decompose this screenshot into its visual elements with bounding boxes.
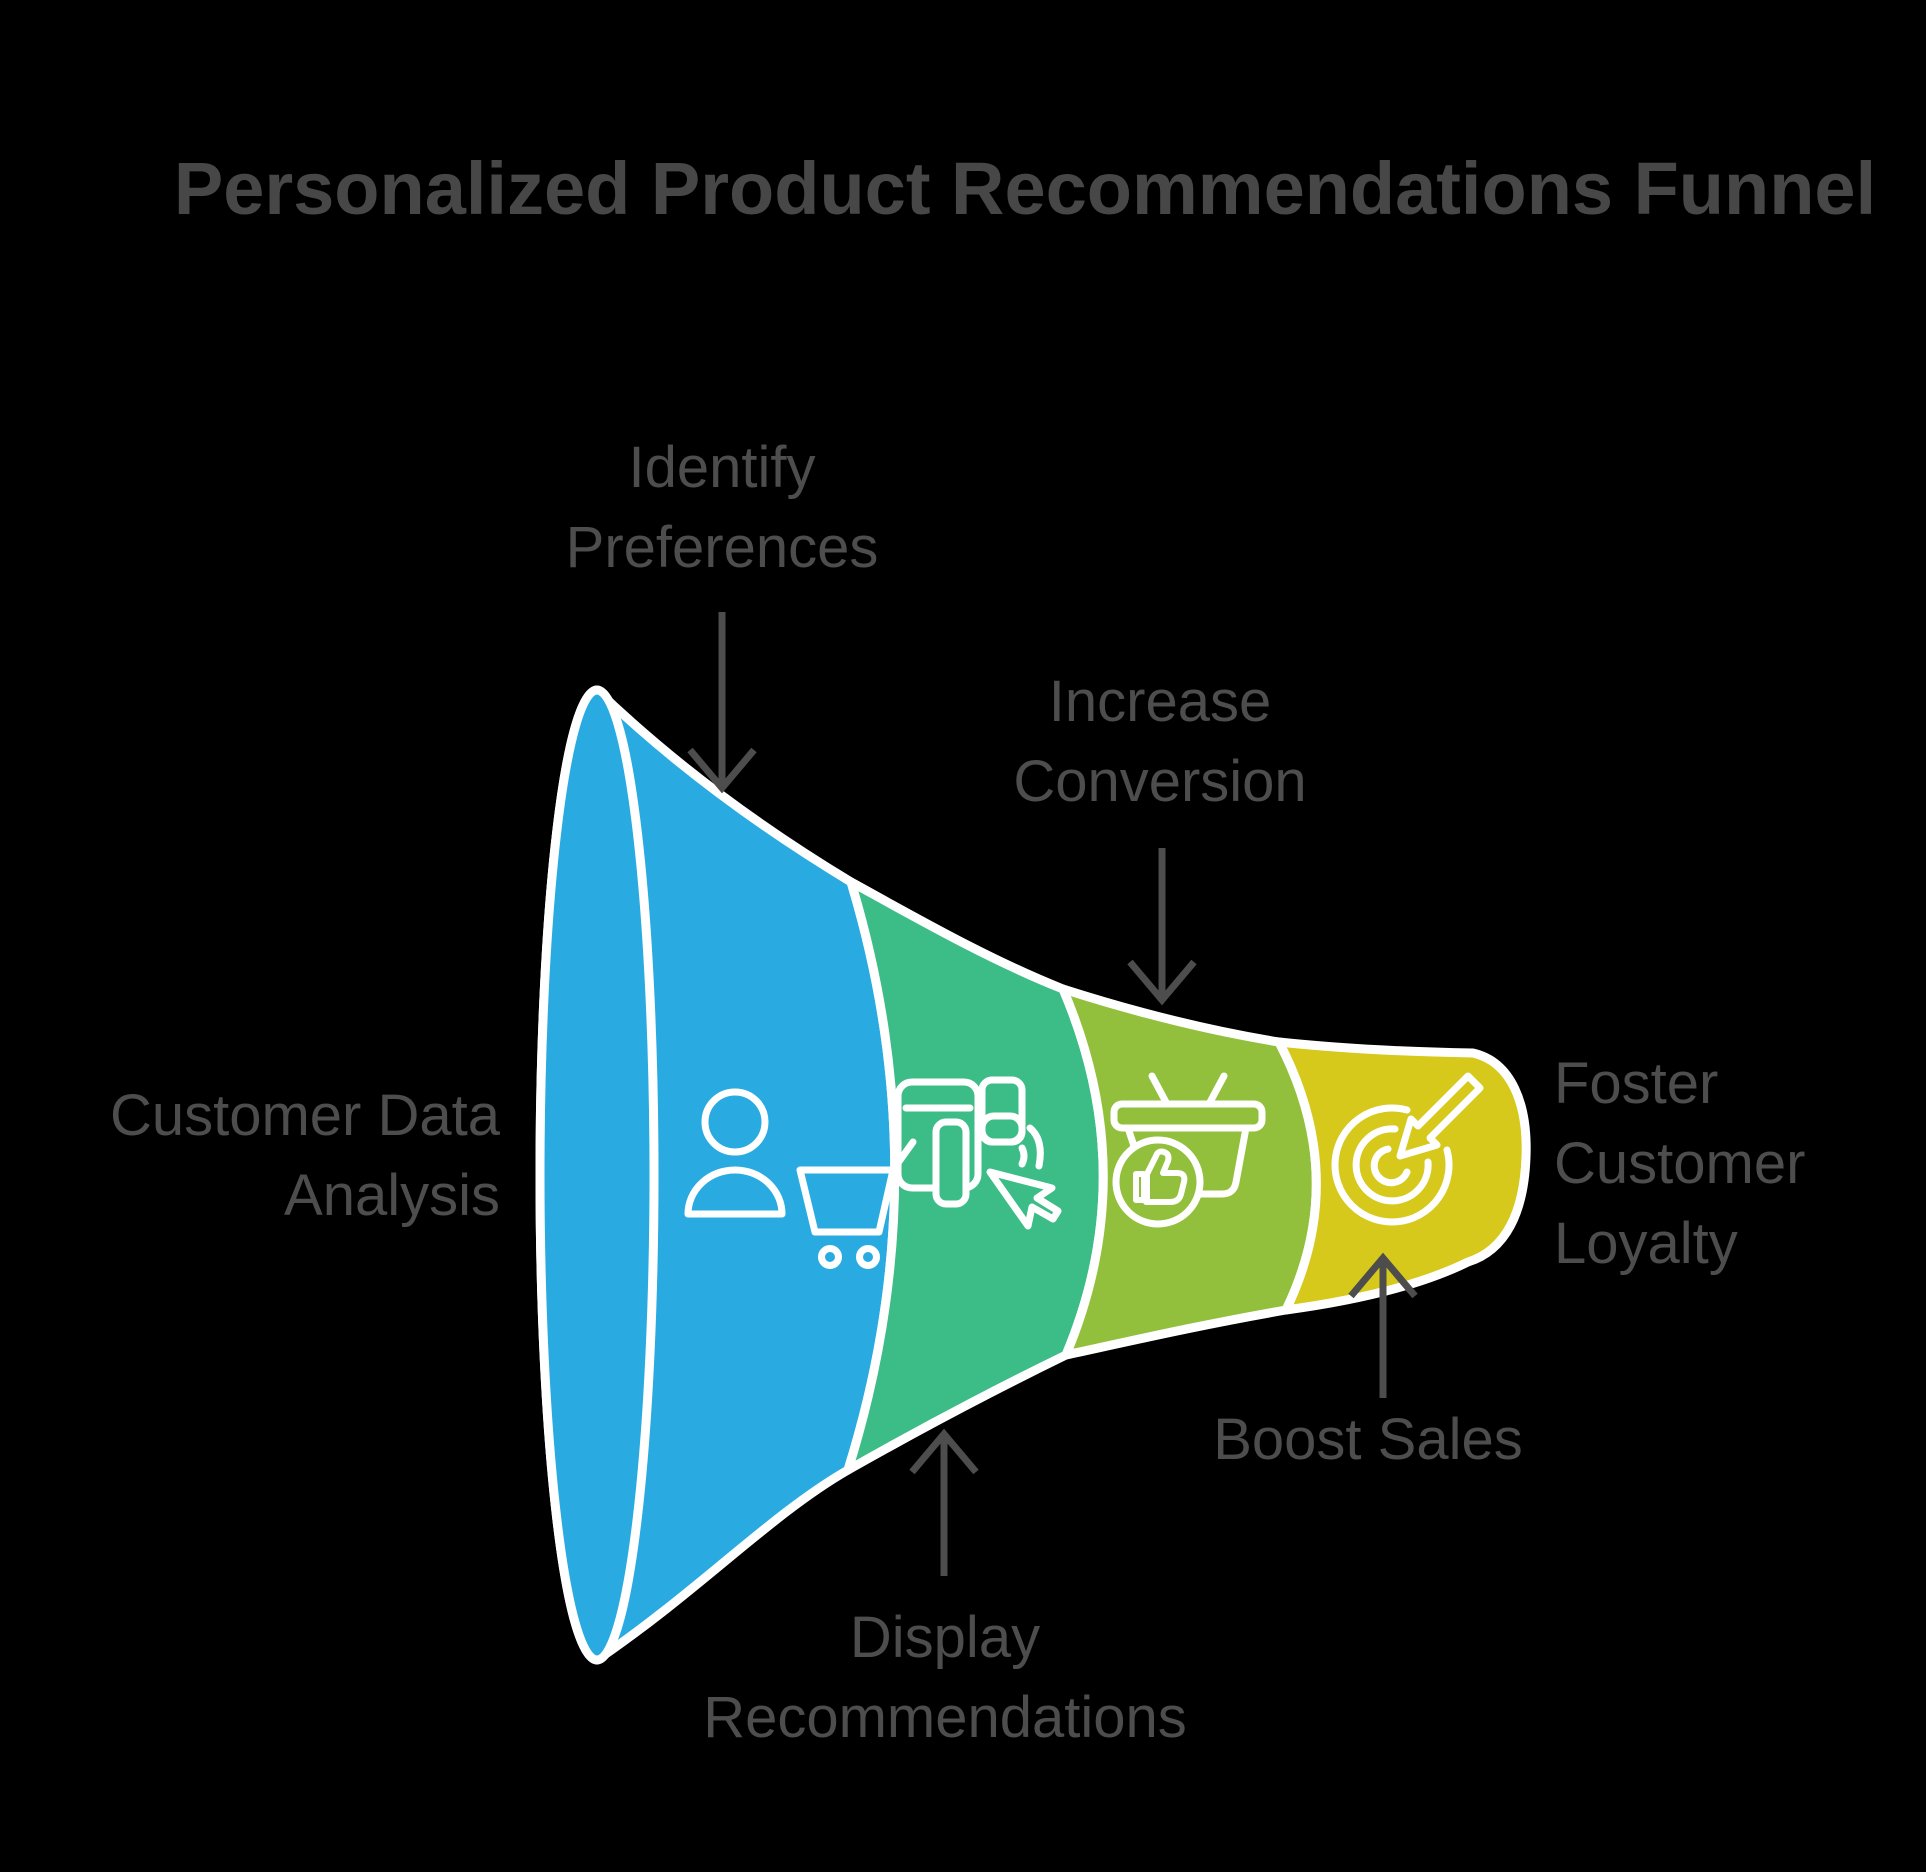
- stage-label-increase-conversion: Increase Conversion: [1013, 669, 1307, 815]
- stage-label-display-recommendations: Display Recommendations: [703, 1605, 1187, 1751]
- stage-label-foster-customer-loyalty: Foster Customer Loyalty: [1554, 1051, 1806, 1277]
- page-title: Personalized Product Recommendations Fun…: [173, 147, 1877, 230]
- person-shopping-cart-icon: [684, 1088, 917, 1269]
- incoming-arrow: [1396, 1072, 1484, 1160]
- target-arrow-icon: [1331, 1072, 1484, 1226]
- cursor-arrow: [986, 1168, 1062, 1230]
- basket-thumbs-up-icon: [1110, 1072, 1266, 1228]
- arrow-up-boost-sales: [1348, 1252, 1418, 1398]
- funnel-mouth-ellipse: [535, 685, 659, 1665]
- arrow-down-identify-preferences: [687, 612, 757, 794]
- stage-label-boost-sales: Boost Sales: [1213, 1407, 1523, 1472]
- stage-label-customer-data-analysis: Customer Data Analysis: [109, 1083, 500, 1229]
- devices-cursor-icon: [894, 1076, 1062, 1230]
- stage-label-identify-preferences: Identify Preferences: [565, 435, 879, 581]
- arrow-down-increase-conversion: [1127, 848, 1197, 1006]
- arrow-up-display-recommendations: [909, 1428, 979, 1576]
